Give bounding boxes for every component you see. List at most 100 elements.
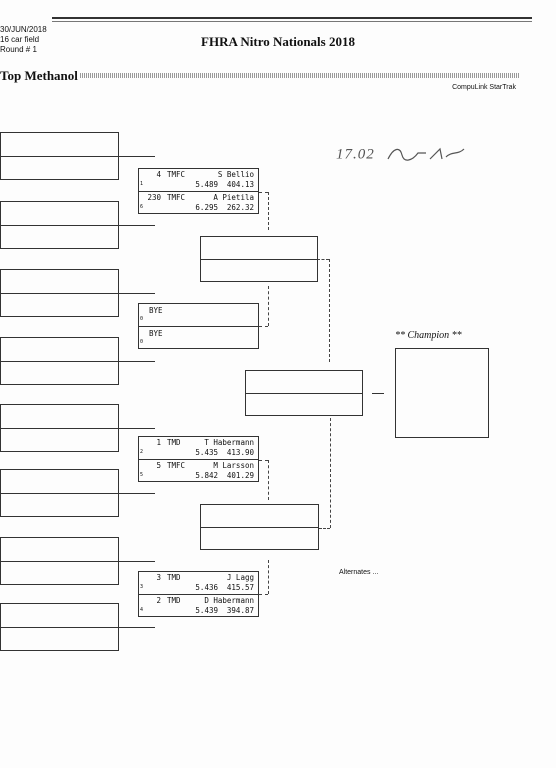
entry-divider bbox=[0, 225, 119, 226]
entry-divider bbox=[0, 293, 119, 294]
champion-box bbox=[395, 348, 489, 438]
dashed-connector bbox=[268, 286, 269, 326]
car-number: 3 bbox=[156, 573, 161, 582]
connector-line bbox=[119, 493, 155, 494]
entry-divider bbox=[0, 627, 119, 628]
racer-slot: BYE 0 bbox=[139, 327, 258, 349]
bye-label: BYE bbox=[149, 329, 163, 338]
lane-number: 6 bbox=[140, 204, 144, 210]
racer-slot: 230 TMFC A Pietila 6.295 262.32 6 bbox=[139, 192, 258, 214]
title-hatch-rule bbox=[80, 73, 520, 78]
elapsed-time: 5.439 bbox=[195, 606, 218, 615]
pairing-box: 4 TMFC S Bellio 5.489 404.13 1 230 TMFC … bbox=[138, 168, 259, 214]
car-number: 2 bbox=[156, 596, 161, 605]
round-text: Round # 1 bbox=[0, 45, 37, 54]
car-number: 1 bbox=[156, 438, 161, 447]
lane-number: 1 bbox=[140, 181, 144, 187]
entry-divider bbox=[0, 493, 119, 494]
speed: 394.87 bbox=[226, 606, 254, 615]
connector-line bbox=[119, 428, 155, 429]
car-number: 230 bbox=[147, 193, 161, 202]
racer-slot: 2 TMD D Habermann 5.439 394.87 4 bbox=[139, 595, 258, 617]
entry-divider bbox=[0, 428, 119, 429]
champion-label: ** Champion ** bbox=[395, 330, 462, 341]
handwritten-note: 17.02 bbox=[336, 145, 466, 165]
entry-divider bbox=[0, 156, 119, 157]
elapsed-time: 5.842 bbox=[195, 471, 218, 480]
elapsed-time: 5.435 bbox=[195, 448, 218, 457]
round2-divider bbox=[200, 527, 319, 528]
handwritten-number: 17.02 bbox=[336, 146, 375, 163]
car-class: TMFC bbox=[167, 461, 186, 470]
pairing-box: BYE 0 BYE 0 bbox=[138, 303, 259, 349]
event-title: FHRA Nitro Nationals 2018 bbox=[201, 34, 355, 49]
connector-line bbox=[119, 156, 155, 157]
lane-number: 3 bbox=[140, 584, 144, 590]
connector-line bbox=[119, 361, 155, 362]
pairing-box: 3 TMD J Lagg 5.436 415.57 3 2 TMD D Habe… bbox=[138, 571, 259, 617]
elapsed-time: 5.436 bbox=[195, 583, 218, 592]
round2-divider bbox=[200, 259, 318, 260]
dashed-connector bbox=[329, 259, 330, 362]
connector-line bbox=[119, 225, 155, 226]
car-number: 4 bbox=[156, 170, 161, 179]
lane-number: 0 bbox=[140, 339, 144, 345]
dashed-connector bbox=[259, 594, 268, 595]
field-text: 16 car field bbox=[0, 35, 40, 44]
speed: 401.29 bbox=[226, 471, 254, 480]
dashed-connector bbox=[317, 259, 329, 260]
speed: 262.32 bbox=[226, 203, 254, 212]
lane-number: 2 bbox=[140, 449, 144, 455]
dashed-connector bbox=[259, 192, 268, 193]
dashed-connector bbox=[259, 326, 268, 327]
entry-divider bbox=[0, 361, 119, 362]
car-class: TMD bbox=[167, 596, 181, 605]
driver-name: A Pietila bbox=[213, 193, 254, 202]
driver-name: D Habermann bbox=[204, 596, 254, 605]
dashed-connector bbox=[330, 418, 331, 528]
racer-slot: 5 TMFC M Larsson 5.842 401.29 5 bbox=[139, 460, 258, 482]
class-title: Top Methanol bbox=[0, 68, 78, 83]
connector-line bbox=[119, 627, 155, 628]
car-class: TMFC bbox=[167, 170, 186, 179]
dashed-connector bbox=[259, 460, 268, 461]
elapsed-time: 6.295 bbox=[195, 203, 218, 212]
racer-slot: 3 TMD J Lagg 5.436 415.57 3 bbox=[139, 572, 258, 595]
bye-label: BYE bbox=[149, 306, 163, 315]
racer-slot: BYE 0 bbox=[139, 304, 258, 327]
driver-name: M Larsson bbox=[213, 461, 254, 470]
connector-line bbox=[119, 293, 155, 294]
handwritten-scribble bbox=[386, 147, 464, 161]
lane-number: 4 bbox=[140, 607, 144, 613]
car-class: TMD bbox=[167, 438, 181, 447]
header-info: 30/JUN/2018 16 car field Round # 1 bbox=[0, 25, 47, 55]
speed: 413.90 bbox=[226, 448, 254, 457]
car-number: 5 bbox=[156, 461, 161, 470]
dashed-connector bbox=[319, 528, 330, 529]
lane-number: 5 bbox=[140, 472, 144, 478]
dashed-connector bbox=[268, 460, 269, 500]
racer-slot: 4 TMFC S Bellio 5.489 404.13 1 bbox=[139, 169, 258, 192]
software-credit: CompuLink StarTrak bbox=[452, 84, 516, 91]
alternates-label: Alternates ... bbox=[339, 569, 379, 576]
driver-name: S Bellio bbox=[217, 170, 254, 179]
lane-number: 0 bbox=[140, 316, 144, 322]
date-text: 30/JUN/2018 bbox=[0, 25, 47, 34]
driver-name: T Habermann bbox=[204, 438, 254, 447]
car-class: TMD bbox=[167, 573, 181, 582]
entry-divider bbox=[0, 561, 119, 562]
car-class: TMFC bbox=[167, 193, 186, 202]
header-second-rule bbox=[52, 21, 532, 22]
header-top-rule bbox=[52, 17, 532, 19]
dashed-connector bbox=[268, 560, 269, 594]
connector-line bbox=[119, 561, 155, 562]
final-connector bbox=[372, 393, 384, 394]
speed: 404.13 bbox=[226, 180, 254, 189]
speed: 415.57 bbox=[226, 583, 254, 592]
elapsed-time: 5.489 bbox=[195, 180, 218, 189]
driver-name: J Lagg bbox=[226, 573, 254, 582]
racer-slot: 1 TMD T Habermann 5.435 413.90 2 bbox=[139, 437, 258, 460]
pairing-box: 1 TMD T Habermann 5.435 413.90 2 5 TMFC … bbox=[138, 436, 259, 482]
dashed-connector bbox=[268, 192, 269, 230]
final-divider bbox=[245, 393, 363, 394]
